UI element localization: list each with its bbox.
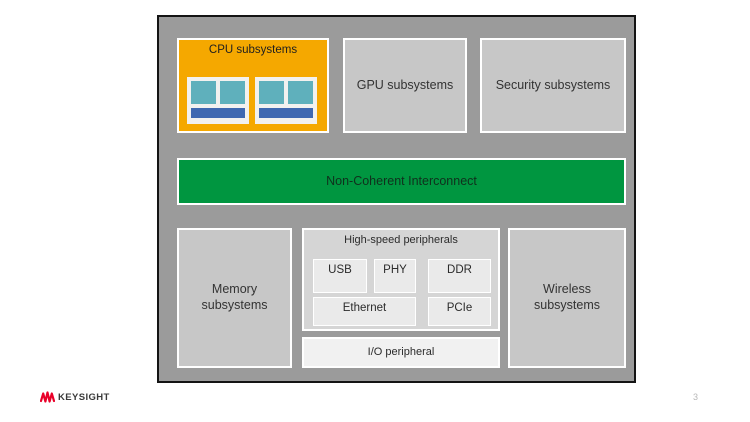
gpu-subsystems-label: GPU subsystems [356, 77, 454, 92]
cpu-core-row [191, 81, 245, 104]
cpu-subsystems-label: CPU subsystems [208, 44, 298, 56]
keysight-spark-icon [40, 391, 55, 403]
keysight-logo-text: KEYSIGHT [58, 392, 110, 403]
cpu-bus-bar [191, 108, 245, 118]
pcie-chip: PCIe [428, 297, 491, 326]
cpu-cluster [255, 77, 317, 124]
ethernet-chip-label: Ethernet [342, 302, 387, 314]
phy-chip: PHY [374, 259, 416, 293]
cpu-core-icon [259, 81, 284, 104]
cpu-core-icon [191, 81, 216, 104]
non-coherent-interconnect-label: Non-Coherent Interconnect [326, 173, 477, 188]
page-number: 3 [693, 392, 699, 402]
cpu-core-row [259, 81, 313, 104]
security-subsystems-block: Security subsystems [480, 38, 626, 133]
keysight-logo: KEYSIGHT [40, 391, 110, 404]
wireless-subsystems-block: Wireless subsystems [508, 228, 626, 368]
pcie-chip-label: PCIe [446, 302, 473, 314]
non-coherent-interconnect-block: Non-Coherent Interconnect [177, 158, 626, 205]
ddr-chip-label: DDR [447, 264, 472, 276]
cpu-core-icon [220, 81, 245, 104]
ddr-chip: DDR [428, 259, 491, 293]
usb-chip: USB [313, 259, 367, 293]
wireless-subsystems-label: Wireless subsystems [534, 282, 600, 312]
security-subsystems-label: Security subsystems [495, 77, 611, 92]
usb-chip-label: USB [328, 264, 352, 276]
cpu-bus-bar [259, 108, 313, 118]
io-peripheral-label: I/O peripheral [367, 345, 435, 358]
memory-subsystems-block: Memory subsystems [177, 228, 292, 368]
high-speed-peripherals-label: High-speed peripherals [344, 234, 458, 246]
soc-diagram-container: CPU subsystems GPU subsystems Security s… [157, 15, 636, 383]
memory-subsystems-label: Memory subsystems [201, 282, 268, 312]
io-peripheral-block: I/O peripheral [302, 337, 500, 368]
cpu-subsystems-block: CPU subsystems [177, 38, 329, 133]
cpu-core-icon [288, 81, 313, 104]
ethernet-chip: Ethernet [313, 297, 416, 326]
cpu-cluster [187, 77, 249, 124]
high-speed-peripherals-block: High-speed peripherals USB PHY DDR Ether… [302, 228, 500, 331]
phy-chip-label: PHY [383, 264, 407, 276]
gpu-subsystems-block: GPU subsystems [343, 38, 467, 133]
